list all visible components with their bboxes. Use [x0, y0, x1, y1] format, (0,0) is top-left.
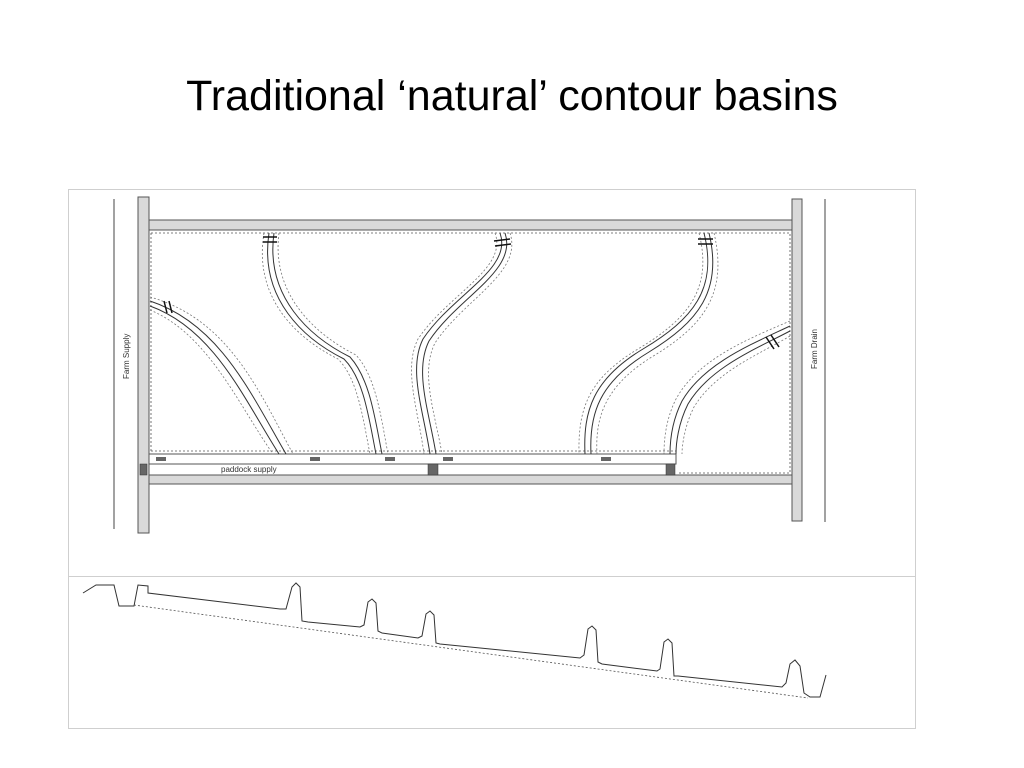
farm-drain-channel — [791, 198, 803, 522]
paddock-outlets — [156, 457, 611, 461]
slide-title: Traditional ‘natural’ contour basins — [186, 72, 838, 120]
contour-basin-diagram: Farm Supply Farm Drain paddock supply — [68, 189, 916, 729]
contour-bank-4 — [578, 232, 719, 455]
profile-view-frame — [68, 576, 916, 729]
contour-bank-3 — [411, 232, 513, 455]
farm-supply-channel — [137, 196, 150, 534]
bottom-channel — [148, 474, 793, 485]
farm-drain-label: Farm Drain — [810, 329, 819, 369]
contour-bank-1 — [149, 296, 294, 455]
paddock-supply-label: paddock supply — [221, 465, 277, 474]
farm-supply-label: Farm Supply — [122, 334, 131, 379]
contour-bank-2 — [262, 232, 389, 455]
contour-basin-figure: Farm Supply Farm Drain paddock supply — [68, 189, 916, 729]
top-head-channel — [148, 219, 793, 231]
plan-view-frame — [68, 189, 916, 577]
paddock-supply-channel — [148, 453, 677, 465]
channel-gates — [139, 463, 676, 476]
contour-bank-5 — [663, 320, 791, 455]
field-boundary-dashed — [151, 232, 791, 474]
plan-view: Farm Supply Farm Drain paddock supply — [113, 196, 826, 534]
bank-profile-line — [82, 582, 827, 698]
profile-view — [82, 582, 827, 699]
natural-surface-line — [133, 604, 809, 699]
